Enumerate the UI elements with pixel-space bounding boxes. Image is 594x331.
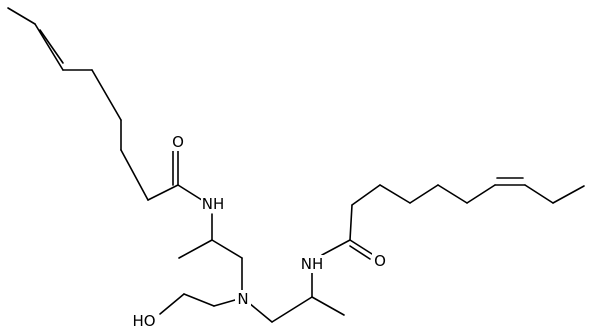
- hydroxyl-label: HO: [132, 312, 155, 330]
- bond: [183, 293, 215, 307]
- bond: [211, 239, 243, 259]
- carbonyl-bond-inner: [349, 245, 371, 260]
- left-acyl-chain: [7, 7, 206, 203]
- bond: [178, 239, 213, 259]
- bond: [271, 296, 313, 323]
- atom-ho: HO: [130, 312, 158, 330]
- bond: [466, 184, 496, 204]
- bond: [311, 296, 345, 316]
- bond: [120, 149, 149, 201]
- bond: [437, 184, 468, 204]
- oxygen-label: O: [172, 133, 184, 151]
- right-acyl-chain: [321, 177, 585, 260]
- bond: [34, 23, 64, 71]
- amide-nh-label: NH: [202, 195, 225, 213]
- bond: [213, 299, 236, 307]
- bond: [147, 184, 179, 201]
- bond: [552, 185, 585, 204]
- atom-nh-left: NH: [201, 195, 225, 213]
- bond: [91, 69, 122, 121]
- bond: [159, 293, 185, 315]
- bond: [248, 302, 273, 323]
- bond: [177, 184, 206, 203]
- double-bond-inner: [39, 29, 64, 64]
- atom-o-right: O: [372, 252, 388, 270]
- bond: [379, 184, 411, 204]
- bond: [349, 204, 353, 241]
- bond: [7, 7, 36, 25]
- central-core: [159, 213, 345, 323]
- bond: [321, 239, 351, 256]
- bond: [409, 184, 439, 204]
- atom-n-center: N: [235, 290, 251, 308]
- atom-o-left: O: [170, 133, 186, 151]
- atom-nh-right: NH: [300, 255, 324, 273]
- oxygen-label: O: [374, 252, 386, 270]
- bond: [351, 184, 381, 206]
- amide-nh-label: NH: [301, 255, 324, 273]
- amine-n-label: N: [237, 290, 248, 308]
- bond: [524, 184, 554, 204]
- carbonyl-bond: [349, 239, 373, 255]
